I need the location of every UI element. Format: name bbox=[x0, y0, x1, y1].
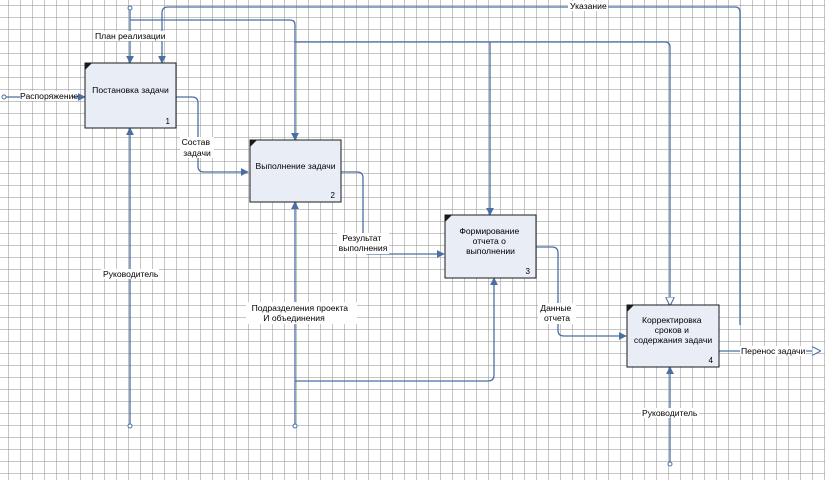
label-dannye-line-1: Данные bbox=[540, 303, 571, 313]
block-1-number: 1 bbox=[166, 117, 171, 126]
block-1[interactable]: Постановка задачи 1 bbox=[84, 62, 177, 129]
label-ukazanie: Указание bbox=[570, 1, 607, 11]
block-2-number: 2 bbox=[331, 191, 336, 200]
block-4-title-line-3: содержания задачи bbox=[634, 335, 712, 345]
arrow-sostav[interactable] bbox=[176, 96, 249, 176]
label-dannye-line-2: отчета bbox=[544, 313, 570, 323]
label-rezultat-line-2: выполнения bbox=[339, 243, 388, 253]
block-3-title-line-3: выполнении bbox=[466, 246, 515, 256]
block-3-title: Формирование отчета о выполнении bbox=[459, 226, 521, 256]
block-4-title: Корректировка сроков и содержания задачи bbox=[634, 315, 712, 345]
label-dannye: Данные отчета bbox=[540, 303, 573, 323]
block-2[interactable]: Выполнение задачи 2 bbox=[249, 139, 342, 203]
label-plan: План реализации bbox=[95, 31, 166, 41]
block-4-number: 4 bbox=[709, 356, 714, 365]
arrow-ukazanie[interactable] bbox=[158, 6, 741, 325]
label-rezultat-line-1: Результат bbox=[342, 233, 381, 243]
block-1-title: Постановка задачи bbox=[92, 85, 169, 95]
label-rasporyazhenie: Распоряжение bbox=[20, 91, 78, 101]
arrow-dannye[interactable] bbox=[536, 246, 627, 340]
block-3-title-line-2: отчета о bbox=[473, 236, 507, 246]
label-podrazdeleniya: Подразделения проекта И объединения bbox=[252, 303, 351, 323]
block-3-title-line-1: Формирование bbox=[459, 226, 519, 236]
label-podrazdeleniya-line-2: И объединения bbox=[263, 313, 325, 323]
label-sostav-line-2: задачи bbox=[183, 148, 211, 158]
block-4-title-line-2: сроков и bbox=[655, 325, 689, 335]
label-rukovoditel4: Руководитель bbox=[642, 408, 698, 418]
block-3[interactable]: Формирование отчета о выполнении 3 bbox=[444, 214, 537, 279]
block-4-title-line-1: Корректировка bbox=[642, 315, 702, 325]
block-4[interactable]: Корректировка сроков и содержания задачи… bbox=[626, 304, 720, 368]
arrow-top-bus[interactable] bbox=[295, 41, 670, 305]
label-sostav-line-1: Состав bbox=[182, 137, 211, 147]
label-rukovoditel1: Руководитель bbox=[103, 269, 159, 279]
block-3-number: 3 bbox=[526, 267, 531, 276]
label-rezultat: Результат выполнения bbox=[339, 233, 388, 253]
label-podrazdeleniya-line-1: Подразделения проекта bbox=[252, 303, 349, 313]
label-perenos: Перенос задачи bbox=[741, 346, 806, 356]
block-2-title: Выполнение задачи bbox=[255, 161, 335, 171]
label-sostav: Состав задачи bbox=[182, 137, 213, 158]
